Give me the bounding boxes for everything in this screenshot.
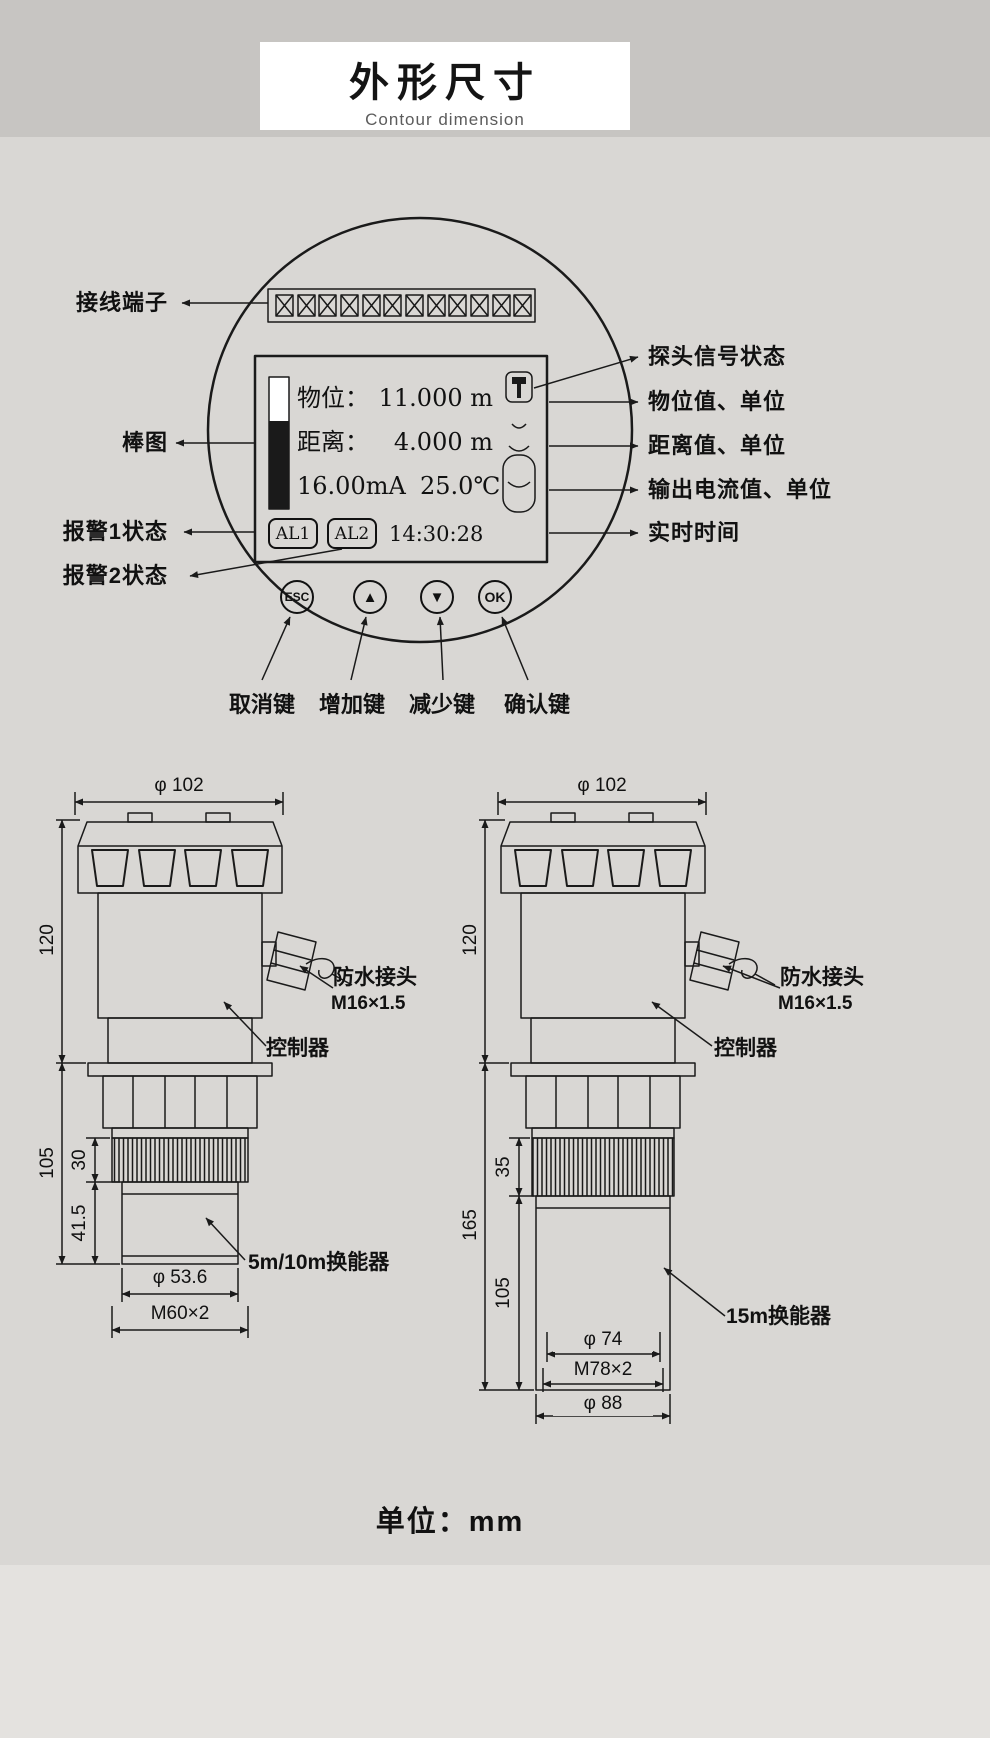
page-subtitle: Contour dimension	[365, 110, 525, 129]
display-distance-value: 4.000 m	[393, 428, 493, 456]
callout-cancel-key: 取消键	[228, 692, 295, 717]
right-dim-thread-spec: M78×2	[553, 1358, 653, 1382]
right-dim-transducer-height-105: 105	[493, 1277, 514, 1309]
right-dim-height-120: 120	[460, 924, 481, 956]
callout-time: 实时时间	[648, 520, 741, 545]
callout-terminals: 接线端子	[75, 290, 168, 315]
callout-alarm1: 报警1状态	[62, 519, 168, 544]
right-dim-inner-diameter: φ 74	[553, 1328, 653, 1352]
right-gland-spec: M16×1.5	[778, 993, 853, 1014]
right-gland-label: 防水接头	[780, 966, 864, 989]
title-box: 外形尺寸 Contour dimension	[260, 42, 630, 130]
right-dim-thread-height-35: 35	[493, 1156, 514, 1178]
left-gland-spec: M16×1.5	[331, 993, 406, 1014]
left-controller-label: 控制器	[266, 1037, 329, 1060]
callout-current: 输出电流值、单位	[648, 477, 833, 502]
right-dim-top-diameter: φ 102	[552, 774, 652, 798]
left-dim-transducer-height-41-5: 41.5	[69, 1204, 90, 1242]
down-key: ▼	[420, 580, 454, 614]
display-outline	[253, 354, 549, 564]
esc-key: ESC	[280, 580, 314, 614]
left-dim-top-diameter: φ 102	[129, 774, 229, 798]
right-transducer-label: 15m换能器	[726, 1305, 832, 1328]
right-sensor-drawing	[479, 792, 781, 1424]
callout-increase-key: 增加键	[318, 692, 385, 717]
up-key: ▲	[353, 580, 387, 614]
left-dim-height-120: 120	[37, 924, 58, 956]
terminal-block	[267, 288, 536, 323]
callout-bargraph: 棒图	[121, 430, 168, 455]
callout-confirm-key: 确认键	[503, 692, 570, 717]
callout-alarm2: 报警2状态	[62, 563, 168, 588]
left-transducer-label: 5m/10m换能器	[248, 1251, 390, 1274]
callout-probe-signal: 探头信号状态	[648, 344, 787, 369]
display-time: 14:30:28	[389, 522, 484, 546]
display-level-value: 11.000 m	[378, 384, 493, 412]
alarm2-badge: AL2	[327, 518, 377, 549]
display-level-label: 物位：	[297, 384, 369, 412]
bar-graph	[268, 376, 290, 510]
device-circle	[206, 216, 634, 644]
callout-arrows	[175, 299, 639, 681]
bottom-area	[0, 1565, 990, 1738]
left-dim-thread-height-30: 30	[69, 1149, 90, 1171]
left-dim-height-105: 105	[37, 1147, 58, 1179]
left-dim-thread-spec: M60×2	[130, 1302, 230, 1326]
signal-indicator-icon	[502, 371, 536, 513]
right-controller-label: 控制器	[714, 1037, 777, 1060]
page-title: 外形尺寸	[349, 61, 541, 105]
display-distance-label: 距离：	[297, 428, 369, 456]
left-sensor-drawing	[56, 792, 353, 1338]
display-current-value: 16.00mA	[297, 472, 406, 500]
unit-note: 单位：mm	[375, 1506, 525, 1538]
right-dim-outer-diameter: φ 88	[553, 1392, 653, 1416]
alarm1-badge: AL1	[268, 518, 318, 549]
callout-decrease-key: 减少键	[408, 692, 475, 717]
callout-distance: 距离值、单位	[648, 433, 787, 458]
left-gland-label: 防水接头	[333, 966, 417, 989]
callout-level: 物位值、单位	[648, 389, 787, 414]
right-dim-height-165: 165	[460, 1209, 481, 1241]
ok-key: OK	[478, 580, 512, 614]
display-temperature-value: 25.0℃	[420, 472, 501, 500]
left-dim-transducer-diameter: φ 53.6	[130, 1266, 230, 1290]
